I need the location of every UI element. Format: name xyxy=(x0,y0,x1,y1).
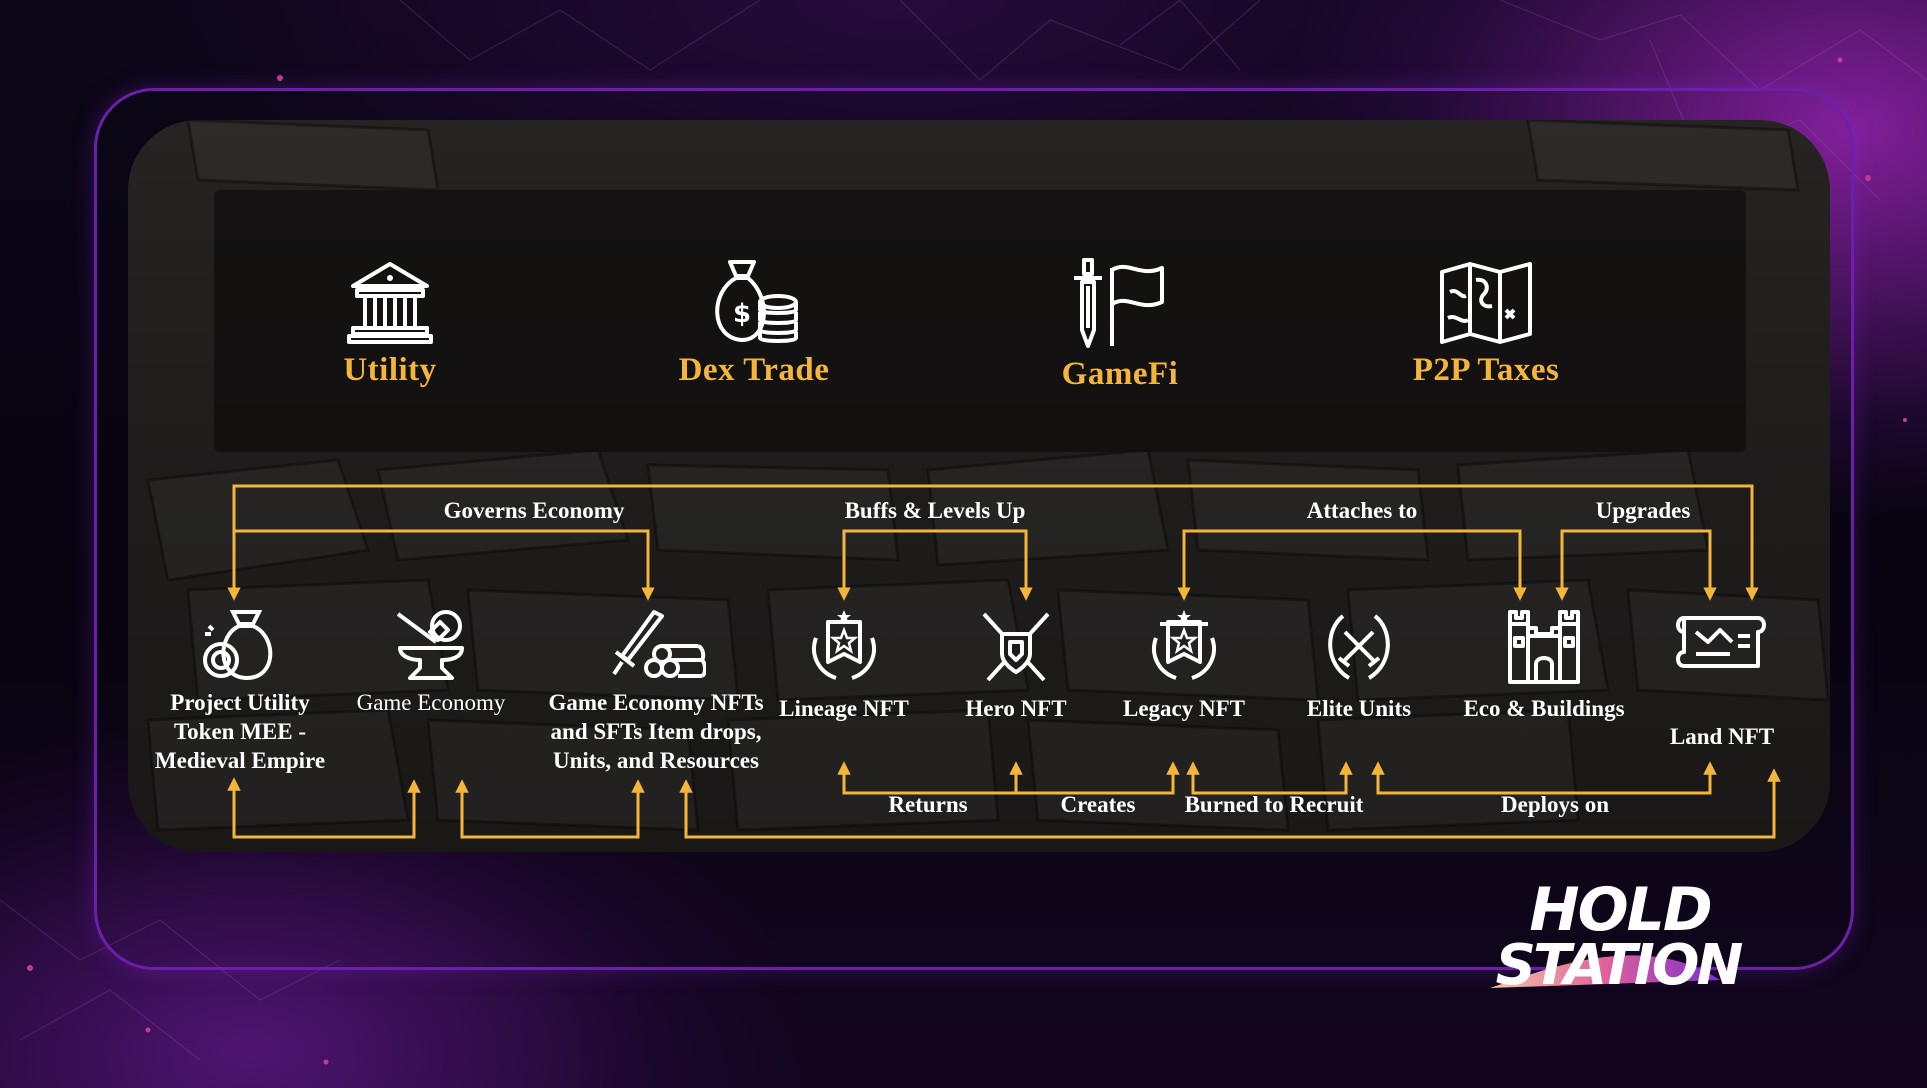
edge-label-deploys-on: Deploys on xyxy=(1501,792,1609,817)
shield-crossed-swords-icon xyxy=(982,612,1050,682)
anvil-hammer-icon xyxy=(396,610,464,680)
node-label: Hero NFT xyxy=(965,696,1067,721)
category-gamefi: GameFi xyxy=(990,258,1250,393)
node-lineage-nft: Lineage NFT xyxy=(774,608,914,723)
node-game-economy: Game Economy xyxy=(356,608,506,717)
node-label: Project Utility Token MEE - Medieval Emp… xyxy=(154,690,326,773)
outer-frame xyxy=(94,88,1854,970)
connector-attaches-to xyxy=(1177,529,1527,601)
star-banner-laurel-icon xyxy=(1152,610,1216,680)
edge-label-burned-to-recruit: Burned to Recruit xyxy=(1184,792,1364,817)
sword-flag-icon xyxy=(1074,258,1164,348)
sword-logs-icon xyxy=(612,610,706,678)
flow-connectors xyxy=(227,484,1781,839)
node-label: Game Economy NFTs and SFTs Item drops, U… xyxy=(548,690,764,773)
category-box xyxy=(214,190,1746,452)
connector-deploys-on xyxy=(1371,761,1717,795)
node-elite-units: Elite Units xyxy=(1284,608,1434,723)
node-game-economy-nfts: Game Economy NFTs and SFTs Item drops, U… xyxy=(536,608,776,775)
category-p2p-taxes: P2P Taxes xyxy=(1356,258,1616,389)
edge-label-returns: Returns xyxy=(888,792,968,817)
connector-buffs-levels-up xyxy=(837,529,1033,601)
edge-label-buffs-levels-up: Buffs & Levels Up xyxy=(844,498,1026,523)
edge-label-attaches-to: Attaches to xyxy=(1306,498,1418,523)
connector-creates xyxy=(1016,761,1180,795)
connector-economy-nfts xyxy=(455,779,645,839)
connector-returns xyxy=(837,761,1023,795)
treasure-map-icon xyxy=(1440,262,1532,344)
category-label: Dex Trade xyxy=(678,352,830,388)
node-label: Lineage NFT xyxy=(779,696,909,721)
connector-token-economy xyxy=(227,777,421,839)
category-dex-trade: $ Dex Trade xyxy=(624,258,884,389)
category-label: P2P Taxes xyxy=(1412,352,1560,388)
edge-label-creates: Creates xyxy=(1060,792,1136,817)
connector-burned-to-recruit xyxy=(1186,761,1353,795)
laurel-crossed-swords-icon xyxy=(1328,614,1390,680)
logo-line-1: HOLD xyxy=(1529,875,1710,945)
node-label: Eco & Buildings xyxy=(1463,696,1625,721)
node-label: Game Economy xyxy=(356,690,506,715)
connector-nfts-land xyxy=(679,768,1781,839)
node-eco-buildings: Eco & Buildings xyxy=(1444,608,1644,723)
bank-building-icon xyxy=(347,262,433,344)
stone-panel: Utility $ Dex Trade xyxy=(128,120,1830,852)
node-label: Land NFT xyxy=(1669,724,1775,749)
connector-upgrades xyxy=(1555,529,1717,601)
node-land-nft: Land NFT xyxy=(1662,608,1782,751)
logo-line-2: STATION xyxy=(1496,933,1743,998)
holdstation-logo: HOLD STATION xyxy=(1490,875,1745,998)
svg-text:$: $ xyxy=(733,299,751,329)
category-utility: Utility xyxy=(260,258,520,389)
node-project-utility-token: Project Utility Token MEE - Medieval Emp… xyxy=(140,608,340,775)
connector-governs-economy xyxy=(234,529,655,601)
edge-label-governs-economy: Governs Economy xyxy=(443,498,625,523)
coin-bag-icon xyxy=(203,610,273,681)
node-label: Elite Units xyxy=(1306,696,1412,721)
category-label: GameFi xyxy=(1061,356,1179,392)
node-label: Legacy NFT xyxy=(1122,696,1245,721)
category-label: Utility xyxy=(343,352,437,388)
node-hero-nft: Hero NFT xyxy=(946,608,1086,723)
castle-icon xyxy=(1508,610,1580,684)
star-banner-laurel-icon xyxy=(812,610,876,680)
money-bag-coins-icon: $ xyxy=(715,260,798,343)
node-legacy-nft: Legacy NFT xyxy=(1104,608,1264,723)
edge-label-upgrades: Upgrades xyxy=(1595,498,1691,523)
scroll-map-icon xyxy=(1676,616,1766,668)
